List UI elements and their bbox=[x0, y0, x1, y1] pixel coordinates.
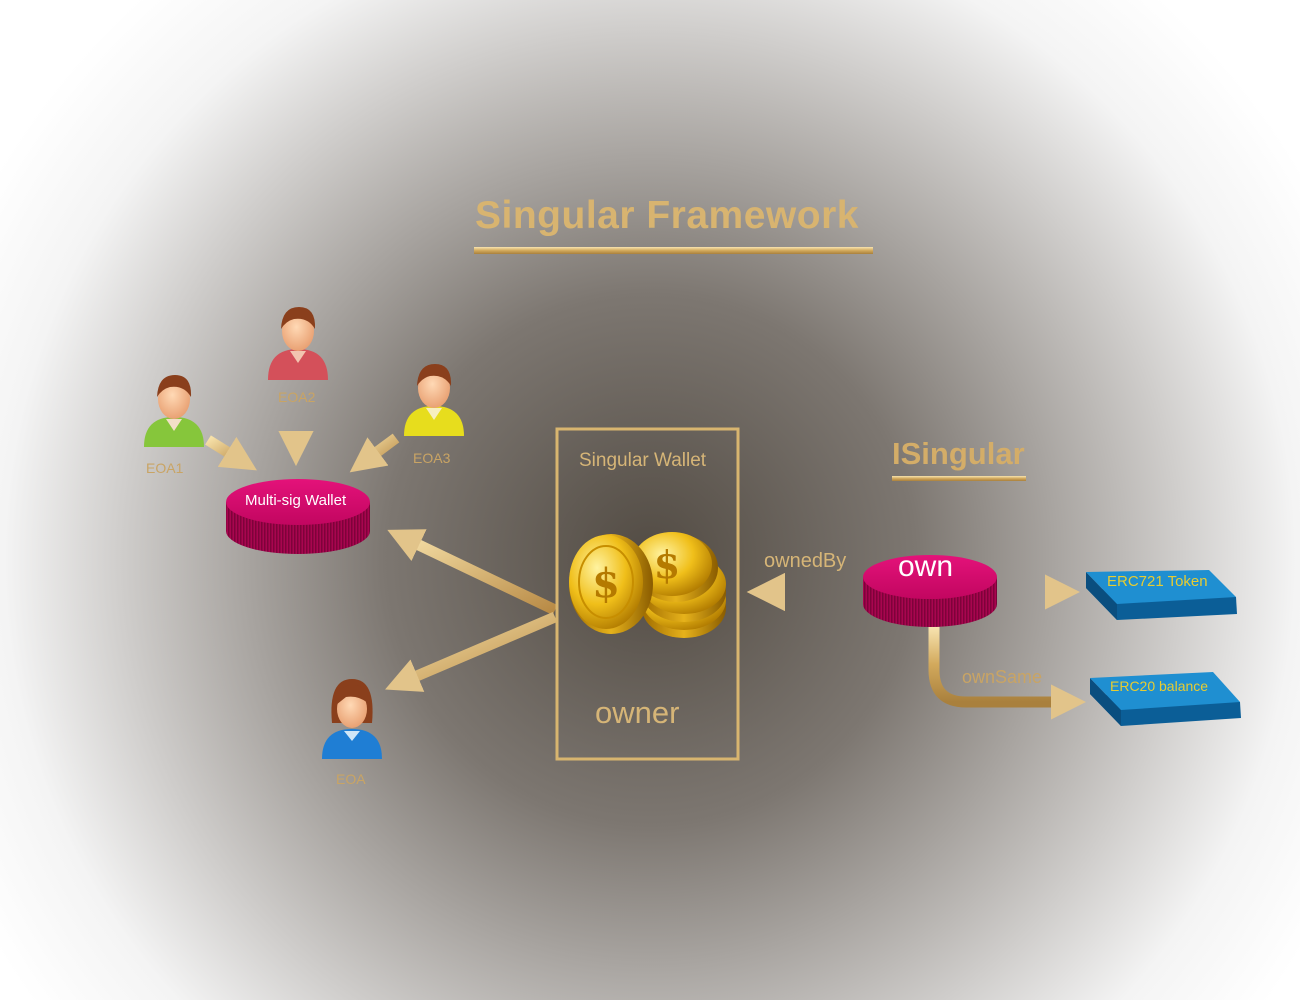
eoa1-user-icon bbox=[144, 375, 204, 447]
arrow-own-same-to-erc20 bbox=[928, 627, 1087, 720]
diagram-title: Singular Framework bbox=[475, 194, 859, 237]
eoa2-user-icon bbox=[268, 307, 328, 380]
coins-icon: $ $ bbox=[569, 532, 726, 638]
erc20-balance-block bbox=[1090, 672, 1241, 726]
eoa1-label: EOA1 bbox=[146, 460, 184, 476]
eoa3-label: EOA3 bbox=[413, 450, 451, 466]
arrow-eoa3-to-multisig bbox=[349, 433, 400, 473]
erc721-token-label: ERC721 Token bbox=[1107, 573, 1208, 590]
eoa-user-icon bbox=[322, 679, 382, 759]
owned-by-label: ownedBy bbox=[764, 550, 847, 572]
erc20-balance-label: ERC20 balance bbox=[1110, 678, 1209, 694]
svg-text:$: $ bbox=[592, 560, 620, 607]
isingular-heading: ISingular bbox=[892, 436, 1025, 471]
eoa3-user-icon bbox=[404, 364, 464, 436]
multisig-wallet-label: Multi-sig Wallet bbox=[245, 492, 347, 509]
eoa-label: EOA bbox=[336, 771, 366, 787]
eoa2-label: EOA2 bbox=[278, 389, 316, 405]
singular-wallet-box bbox=[555, 427, 740, 761]
singular-wallet-title: Singular Wallet bbox=[579, 450, 707, 471]
subtitle-underline bbox=[892, 476, 1026, 481]
arrow-wallet-to-multisig bbox=[387, 529, 558, 615]
own-disc bbox=[863, 555, 997, 627]
owner-label: owner bbox=[595, 695, 680, 730]
svg-text:$: $ bbox=[654, 542, 680, 587]
multisig-wallet-disc bbox=[226, 479, 370, 554]
own-same-label: ownSame bbox=[962, 667, 1043, 687]
own-label: own bbox=[898, 550, 954, 583]
title-underline bbox=[474, 247, 873, 254]
erc721-token-block bbox=[1086, 570, 1237, 620]
arrow-eoa1-to-multisig bbox=[205, 435, 257, 471]
arrow-wallet-to-eoa bbox=[385, 611, 558, 692]
